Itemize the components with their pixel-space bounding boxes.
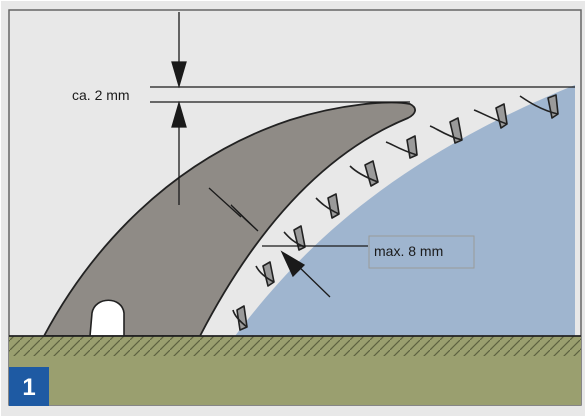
side-dimension-leader bbox=[208, 187, 242, 218]
figure-number-badge bbox=[9, 367, 49, 406]
clearance-side-dimension bbox=[208, 187, 368, 298]
riving-knife bbox=[42, 101, 416, 337]
dimension-arrow-bottom bbox=[171, 100, 187, 128]
dimension-arrow-top bbox=[171, 61, 187, 89]
figure-number: 1 bbox=[22, 374, 35, 401]
clearance-side-label: max. 8 mm bbox=[374, 243, 443, 259]
saw-blade bbox=[235, 85, 575, 336]
clearance-top-label: ca. 2 mm bbox=[72, 87, 130, 103]
side-dimension-arrow-out bbox=[280, 250, 306, 278]
side-dimension-arrow-in bbox=[230, 204, 259, 232]
saw-table bbox=[9, 335, 581, 405]
riving-knife-slot bbox=[89, 299, 125, 337]
clearance-top-dimension bbox=[150, 12, 575, 205]
clearance-side-label-box bbox=[368, 235, 475, 269]
